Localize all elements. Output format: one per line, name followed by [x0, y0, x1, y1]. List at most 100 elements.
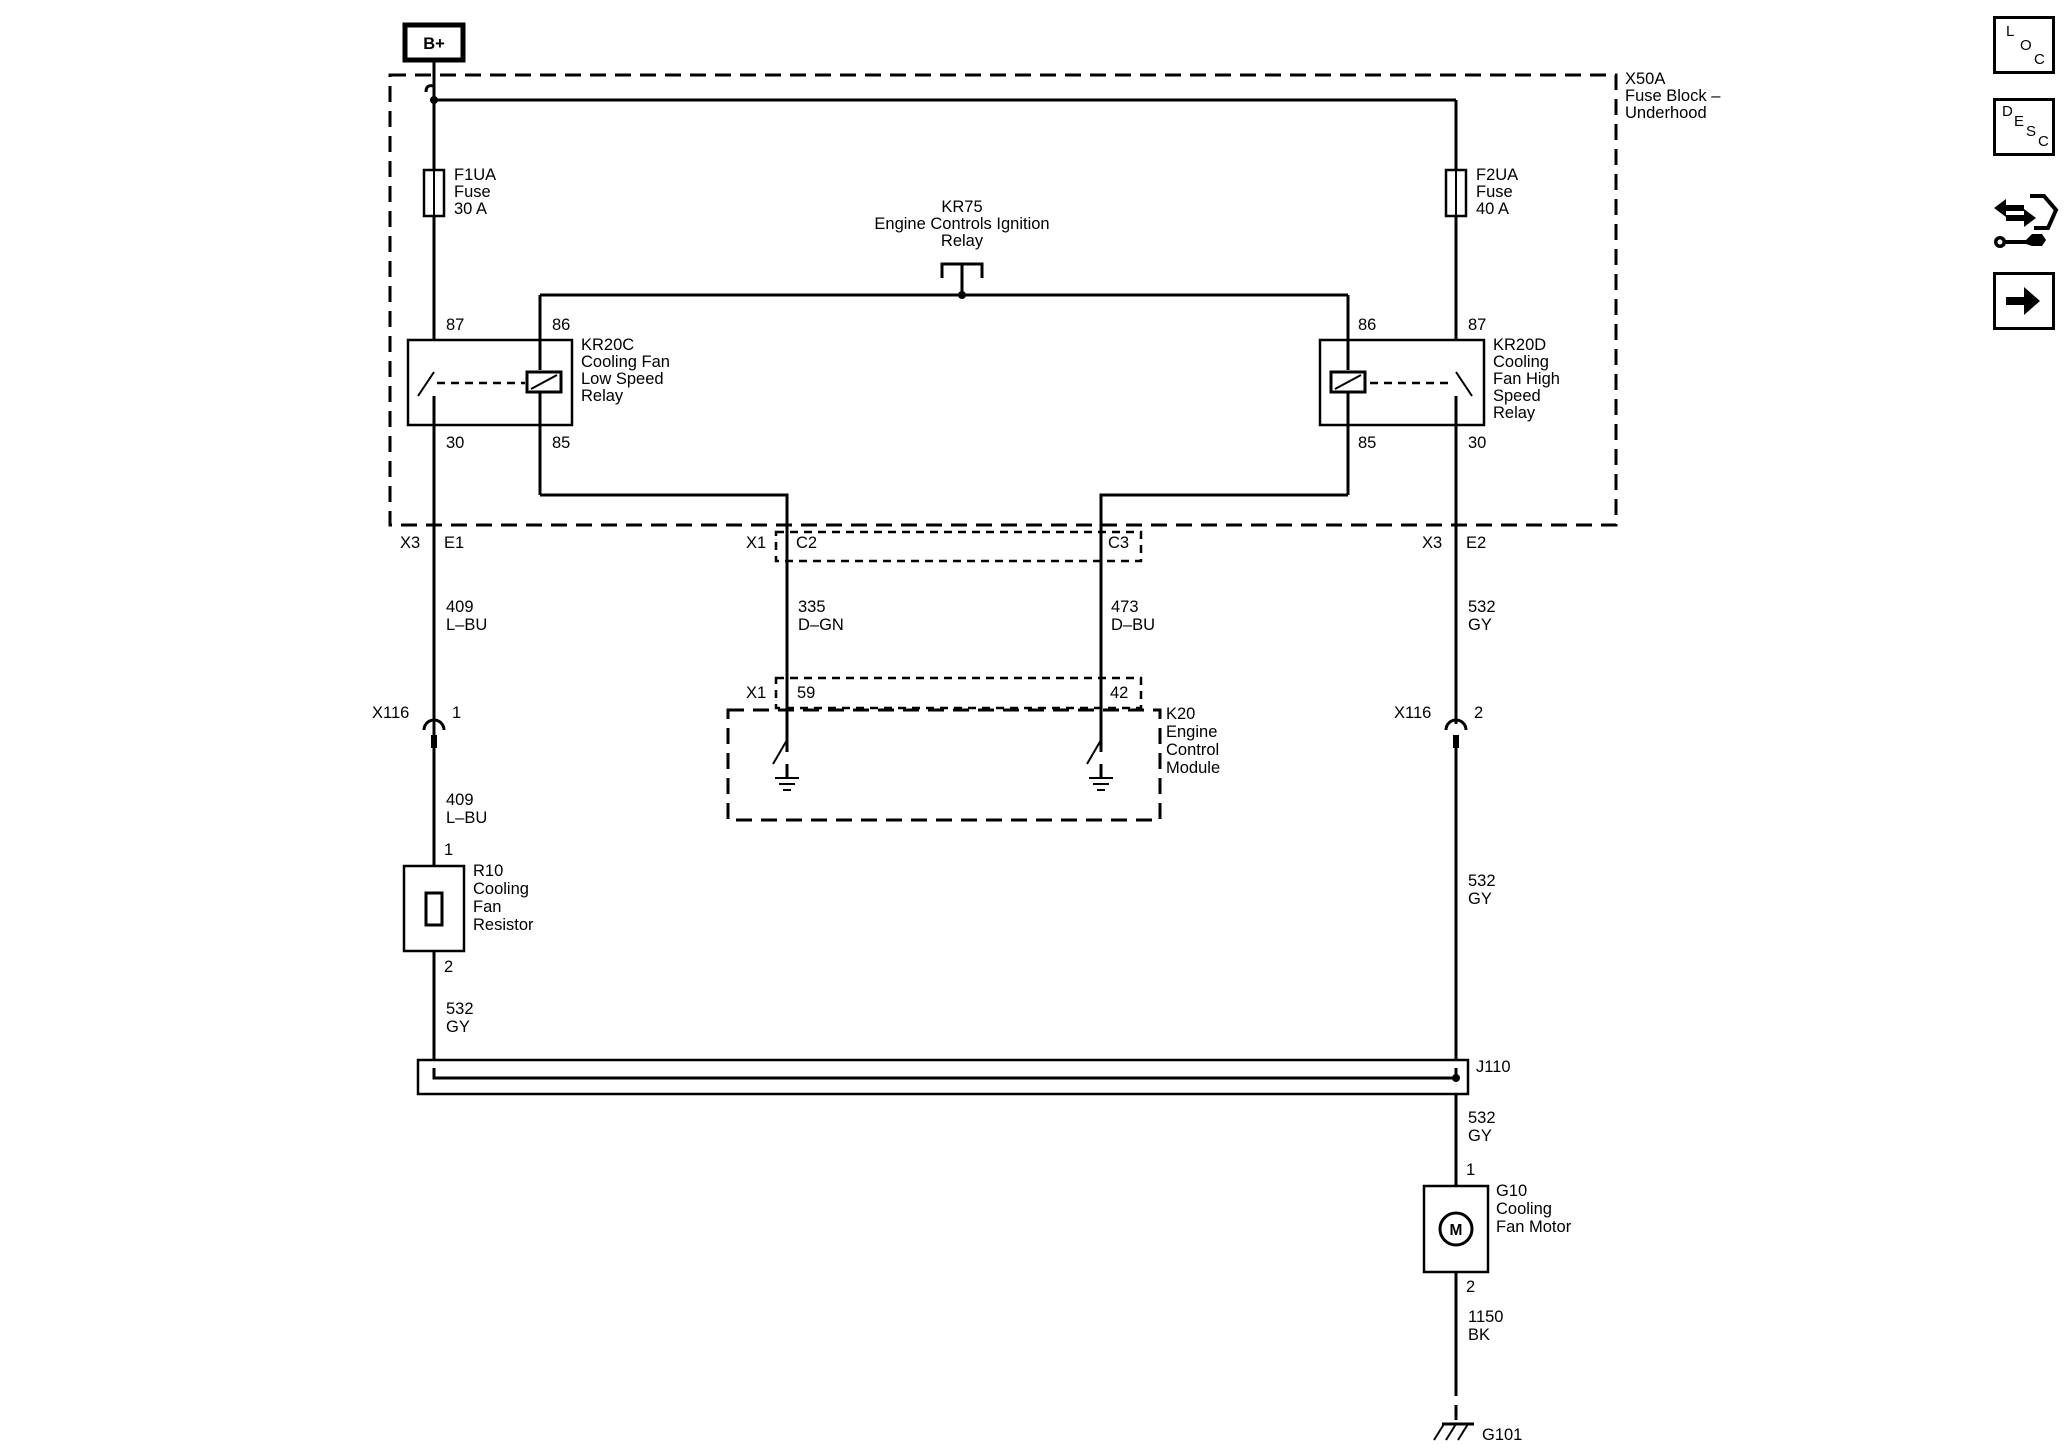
svg-text:2: 2	[1474, 704, 1483, 722]
svg-text:KR20C: KR20C	[581, 336, 634, 354]
wire-473	[1099, 493, 1348, 752]
svg-text:R10: R10	[473, 862, 503, 880]
description-letter-d: D	[2002, 103, 2013, 120]
svg-text:30: 30	[446, 434, 464, 452]
wire-335-label: 335 D–GN	[798, 598, 844, 634]
svg-text:KR75: KR75	[941, 198, 982, 216]
svg-text:X3: X3	[400, 534, 420, 552]
battery-positive-label: B+	[423, 35, 445, 53]
wire-335	[540, 493, 789, 752]
svg-text:KR20D: KR20D	[1493, 336, 1546, 354]
svg-text:C3: C3	[1108, 534, 1129, 552]
description-letter-s: S	[2026, 123, 2037, 140]
svg-text:40 A: 40 A	[1476, 200, 1509, 218]
description-letter-c: C	[2038, 133, 2049, 150]
svg-text:59: 59	[797, 684, 815, 702]
svg-text:X50A: X50A	[1625, 70, 1665, 88]
svg-text:Relay: Relay	[1493, 404, 1536, 422]
svg-text:X116: X116	[1394, 704, 1431, 722]
location-letter-o: O	[2020, 37, 2032, 54]
svg-text:BK: BK	[1468, 1326, 1490, 1344]
relay-kr20c-label: KR20C Cooling Fan Low Speed Relay	[581, 336, 670, 405]
description-button[interactable]: D E S C	[1993, 98, 2055, 156]
ground-g101-label: G101	[1482, 1426, 1522, 1444]
svg-text:Low Speed: Low Speed	[581, 370, 664, 388]
svg-text:Control: Control	[1166, 741, 1219, 759]
svg-text:GY: GY	[446, 1018, 470, 1036]
svg-text:409: 409	[446, 791, 474, 809]
svg-text:Fan Motor: Fan Motor	[1496, 1218, 1572, 1236]
wire-409-label-upper: 409 L–BU	[446, 598, 487, 634]
svg-text:473: 473	[1111, 598, 1139, 616]
svg-text:532: 532	[1468, 872, 1496, 890]
svg-text:Relay: Relay	[941, 232, 984, 250]
arrow-right-icon	[2006, 287, 2040, 315]
svg-text:Fuse Block –: Fuse Block –	[1625, 87, 1721, 105]
svg-text:GY: GY	[1468, 616, 1492, 634]
fuse-block-label: X50A Fuse Block – Underhood	[1625, 70, 1721, 122]
connector-x116-right	[1444, 718, 1468, 748]
fuse-f2ua-label: F2UA Fuse 40 A	[1476, 166, 1518, 218]
next-button[interactable]	[1993, 272, 2055, 330]
svg-text:Cooling: Cooling	[1493, 353, 1549, 371]
svg-text:L–BU: L–BU	[446, 616, 487, 634]
svg-text:D–BU: D–BU	[1111, 616, 1155, 634]
wire-532-label-upper: 532 GY	[1468, 598, 1496, 634]
svg-text:F2UA: F2UA	[1476, 166, 1518, 184]
description-letter-e: E	[2014, 113, 2025, 130]
connector-x116-left	[422, 718, 446, 748]
svg-text:Engine: Engine	[1166, 723, 1217, 741]
ground-g101-symbol	[1433, 1422, 1474, 1441]
svg-text:335: 335	[798, 598, 826, 616]
svg-text:C2: C2	[796, 534, 817, 552]
svg-text:Fan: Fan	[473, 898, 501, 916]
svg-text:Relay: Relay	[581, 387, 624, 405]
svg-text:Fuse: Fuse	[454, 183, 491, 201]
svg-text:Resistor: Resistor	[473, 916, 534, 934]
svg-text:Cooling: Cooling	[473, 880, 529, 898]
svg-text:85: 85	[1358, 434, 1376, 452]
cooling-fan-motor-label: G10 Cooling Fan Motor	[1496, 1182, 1572, 1236]
svg-text:X1: X1	[746, 534, 766, 552]
wire-1150-label: 1150 BK	[1468, 1308, 1503, 1344]
svg-text:Underhood: Underhood	[1625, 104, 1707, 122]
wire-532-label-right: 532 GY	[1468, 872, 1496, 908]
svg-text:1: 1	[452, 704, 461, 722]
resistor-r10-element	[424, 891, 444, 927]
svg-text:E2: E2	[1466, 534, 1486, 552]
connector-x1-bottom	[774, 676, 1143, 710]
svg-text:1: 1	[1466, 1161, 1475, 1179]
ecm-k20-outline	[726, 708, 1162, 822]
svg-text:Fuse: Fuse	[1476, 183, 1513, 201]
svg-text:Fan High: Fan High	[1493, 370, 1560, 388]
svg-text:532: 532	[1468, 598, 1496, 616]
svg-text:85: 85	[552, 434, 570, 452]
svg-text:Module: Module	[1166, 759, 1220, 777]
wire-532-label-resistor: 532 GY	[446, 1000, 474, 1036]
connector-wrench-graphic	[1994, 194, 2059, 248]
connector-wrench-icon[interactable]	[1990, 188, 2060, 258]
svg-text:42: 42	[1110, 684, 1128, 702]
svg-text:86: 86	[1358, 316, 1376, 334]
svg-text:1: 1	[444, 841, 453, 859]
connector-x1-top	[774, 530, 1143, 563]
resistor-r10-label: R10 Cooling Fan Resistor	[473, 862, 534, 934]
svg-text:Cooling Fan: Cooling Fan	[581, 353, 670, 371]
svg-text:409: 409	[446, 598, 474, 616]
wire-409-label-lower: 409 L–BU	[446, 791, 487, 827]
ecm-driver-59	[772, 739, 799, 791]
svg-text:D–GN: D–GN	[798, 616, 844, 634]
svg-text:Cooling: Cooling	[1496, 1200, 1552, 1218]
fuse-block-outline	[388, 73, 1618, 527]
wire-532-label-motor: 532 GY	[1468, 1109, 1496, 1145]
svg-text:G10: G10	[1496, 1182, 1527, 1200]
svg-text:30 A: 30 A	[454, 200, 487, 218]
svg-text:F1UA: F1UA	[454, 166, 496, 184]
svg-text:L–BU: L–BU	[446, 809, 487, 827]
svg-text:X3: X3	[1422, 534, 1442, 552]
svg-text:87: 87	[446, 316, 464, 334]
location-button[interactable]: L O C	[1993, 16, 2055, 74]
svg-text:M: M	[1450, 1222, 1463, 1239]
location-letter-c: C	[2034, 51, 2045, 68]
